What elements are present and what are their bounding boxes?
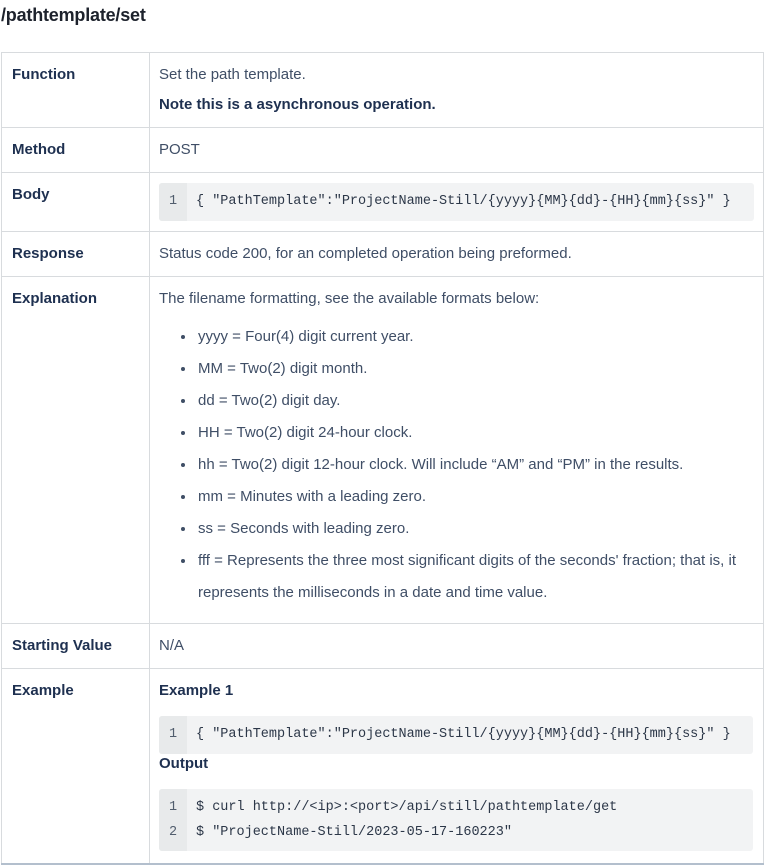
list-item: hh = Two(2) digit 12-hour clock. Will in… — [196, 449, 753, 481]
row-label-function: Function — [1, 52, 150, 128]
table-row-explanation: Explanation The filename formatting, see… — [1, 276, 764, 624]
table-row-body: Body 1 { "PathTemplate":"ProjectName-Sti… — [1, 172, 764, 232]
function-text: Set the path template. — [159, 66, 306, 83]
row-label-explanation: Explanation — [1, 276, 150, 624]
endpoint-table: Function Set the path template. Note thi… — [1, 52, 764, 865]
code-block-output: 1 2 $ curl http://<ip>:<port>/api/still/… — [159, 789, 753, 851]
list-item: dd = Two(2) digit day. — [196, 385, 753, 417]
row-label-response: Response — [1, 231, 150, 277]
format-list: yyyy = Four(4) digit current year. MM = … — [159, 321, 753, 609]
code-line: { "PathTemplate":"ProjectName-Still/{yyy… — [196, 727, 731, 742]
table-row-function: Function Set the path template. Note thi… — [1, 52, 764, 128]
code-line: $ "ProjectName-Still/2023-05-17-160223" — [196, 825, 512, 840]
table-row-starting-value: Starting Value N/A — [1, 623, 764, 669]
line-number: 2 — [168, 825, 178, 840]
table-row-method: Method POST — [1, 127, 764, 173]
line-number: 1 — [168, 727, 178, 742]
code-lines: $ curl http://<ip>:<port>/api/still/path… — [187, 789, 753, 851]
list-item: MM = Two(2) digit month. — [196, 353, 753, 385]
row-label-starting-value: Starting Value — [1, 623, 150, 669]
code-line: { "PathTemplate":"ProjectName-Still/{yyy… — [196, 194, 731, 209]
row-value-example: Example 1 1 { "PathTemplate":"ProjectNam… — [149, 668, 764, 865]
line-number: 1 — [168, 800, 178, 815]
list-item: mm = Minutes with a leading zero. — [196, 481, 753, 513]
row-label-body: Body — [1, 172, 150, 232]
row-label-example: Example — [1, 668, 150, 865]
row-value-body: 1 { "PathTemplate":"ProjectName-Still/{y… — [149, 172, 764, 232]
line-number: 1 — [168, 194, 178, 209]
starting-value: N/A — [149, 623, 764, 669]
code-lines: { "PathTemplate":"ProjectName-Still/{yyy… — [187, 716, 753, 754]
example-heading: Example 1 — [159, 682, 234, 699]
table-row-example: Example Example 1 1 { "PathTemplate":"Pr… — [1, 668, 764, 865]
response-text: Status code 200, for an completed operat… — [149, 231, 764, 277]
line-numbers: 1 — [159, 183, 187, 221]
code-line: $ curl http://<ip>:<port>/api/still/path… — [196, 800, 618, 815]
explanation-intro: The filename formatting, see the availab… — [159, 290, 540, 307]
code-block-example: 1 { "PathTemplate":"ProjectName-Still/{y… — [159, 716, 753, 754]
output-heading: Output — [159, 755, 209, 772]
row-value-explanation: The filename formatting, see the availab… — [149, 276, 764, 624]
list-item: fff = Represents the three most signific… — [196, 545, 753, 609]
method-value: POST — [149, 127, 764, 173]
code-lines: { "PathTemplate":"ProjectName-Still/{yyy… — [187, 183, 754, 221]
row-label-method: Method — [1, 127, 150, 173]
list-item: yyyy = Four(4) digit current year. — [196, 321, 753, 353]
table-row-response: Response Status code 200, for an complet… — [1, 231, 764, 277]
code-block-body: 1 { "PathTemplate":"ProjectName-Still/{y… — [159, 183, 754, 221]
page-title: /pathtemplate/set — [1, 5, 146, 25]
list-item: ss = Seconds with leading zero. — [196, 513, 753, 545]
line-numbers: 1 2 — [159, 789, 187, 851]
row-value-function: Set the path template. Note this is a as… — [149, 52, 764, 128]
line-numbers: 1 — [159, 716, 187, 754]
function-note: Note this is a asynchronous operation. — [159, 96, 436, 113]
list-item: HH = Two(2) digit 24-hour clock. — [196, 417, 753, 449]
